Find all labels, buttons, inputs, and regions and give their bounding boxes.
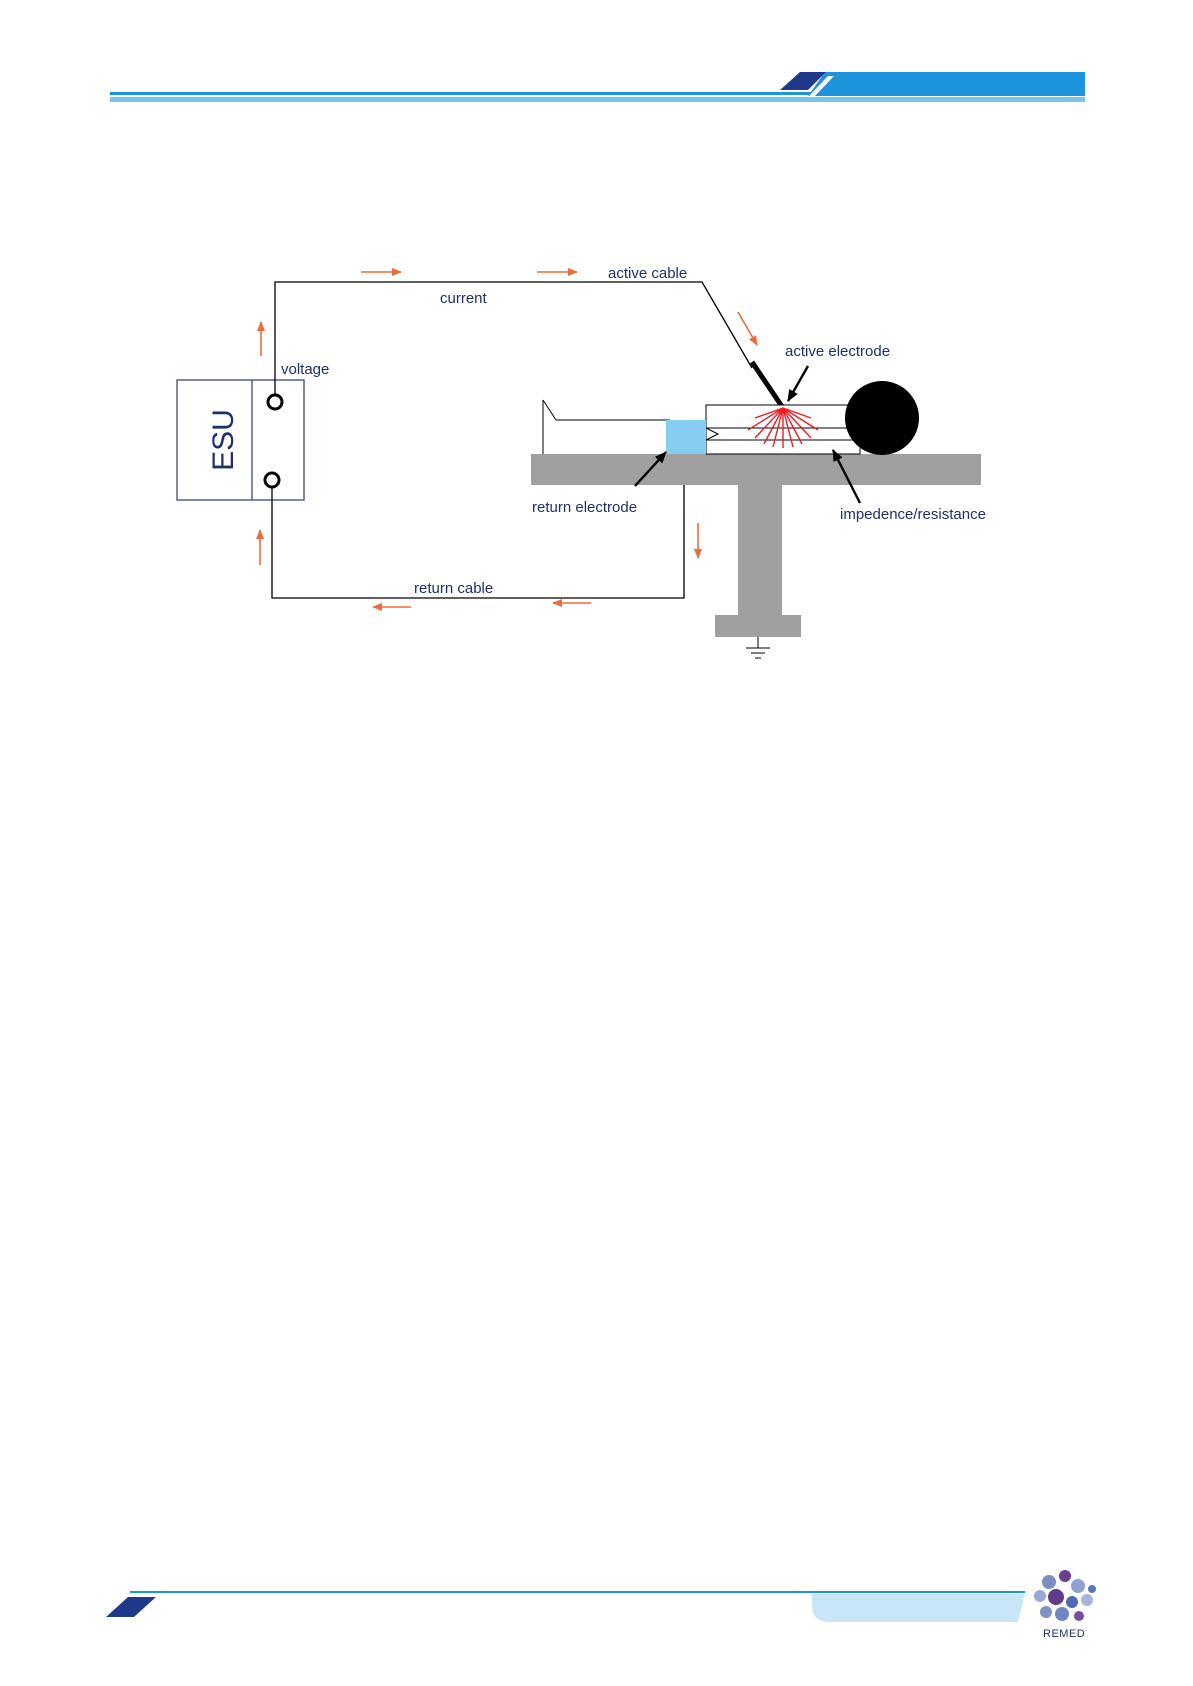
active-cable <box>275 282 752 395</box>
page-footer: REMED <box>106 1570 1096 1640</box>
label-active-electrode: active electrode <box>785 343 890 360</box>
table-top <box>531 454 981 485</box>
table-leg <box>738 485 782 615</box>
pointer-active-electrode <box>788 366 808 401</box>
page-header <box>110 72 1085 102</box>
esu-box <box>177 380 304 500</box>
footer-light-tab <box>812 1594 1025 1622</box>
label-impedance: impedence/resistance <box>840 506 986 523</box>
return-electrode-pad <box>666 420 706 454</box>
patient-head <box>845 381 919 455</box>
header-line-light <box>110 97 1085 102</box>
electrosurgery-diagram: ESU <box>177 265 986 658</box>
footer-line <box>130 1591 1025 1593</box>
label-active-cable: active cable <box>608 265 687 282</box>
header-blue-tab <box>808 72 1085 96</box>
label-voltage: voltage <box>281 361 329 378</box>
label-current: current <box>440 290 488 307</box>
footer-dark-swoosh <box>106 1597 156 1617</box>
table-base <box>715 615 801 637</box>
remed-logo-icon <box>1034 1570 1096 1621</box>
remed-logo-text: REMED <box>1043 1628 1085 1640</box>
arrow-diag-active <box>738 312 757 345</box>
esu-label: ESU <box>207 409 240 471</box>
ground-icon <box>746 637 770 658</box>
label-return-cable: return cable <box>414 580 493 597</box>
active-electrode-probe <box>752 362 783 408</box>
label-return-electrode: return electrode <box>532 499 637 516</box>
